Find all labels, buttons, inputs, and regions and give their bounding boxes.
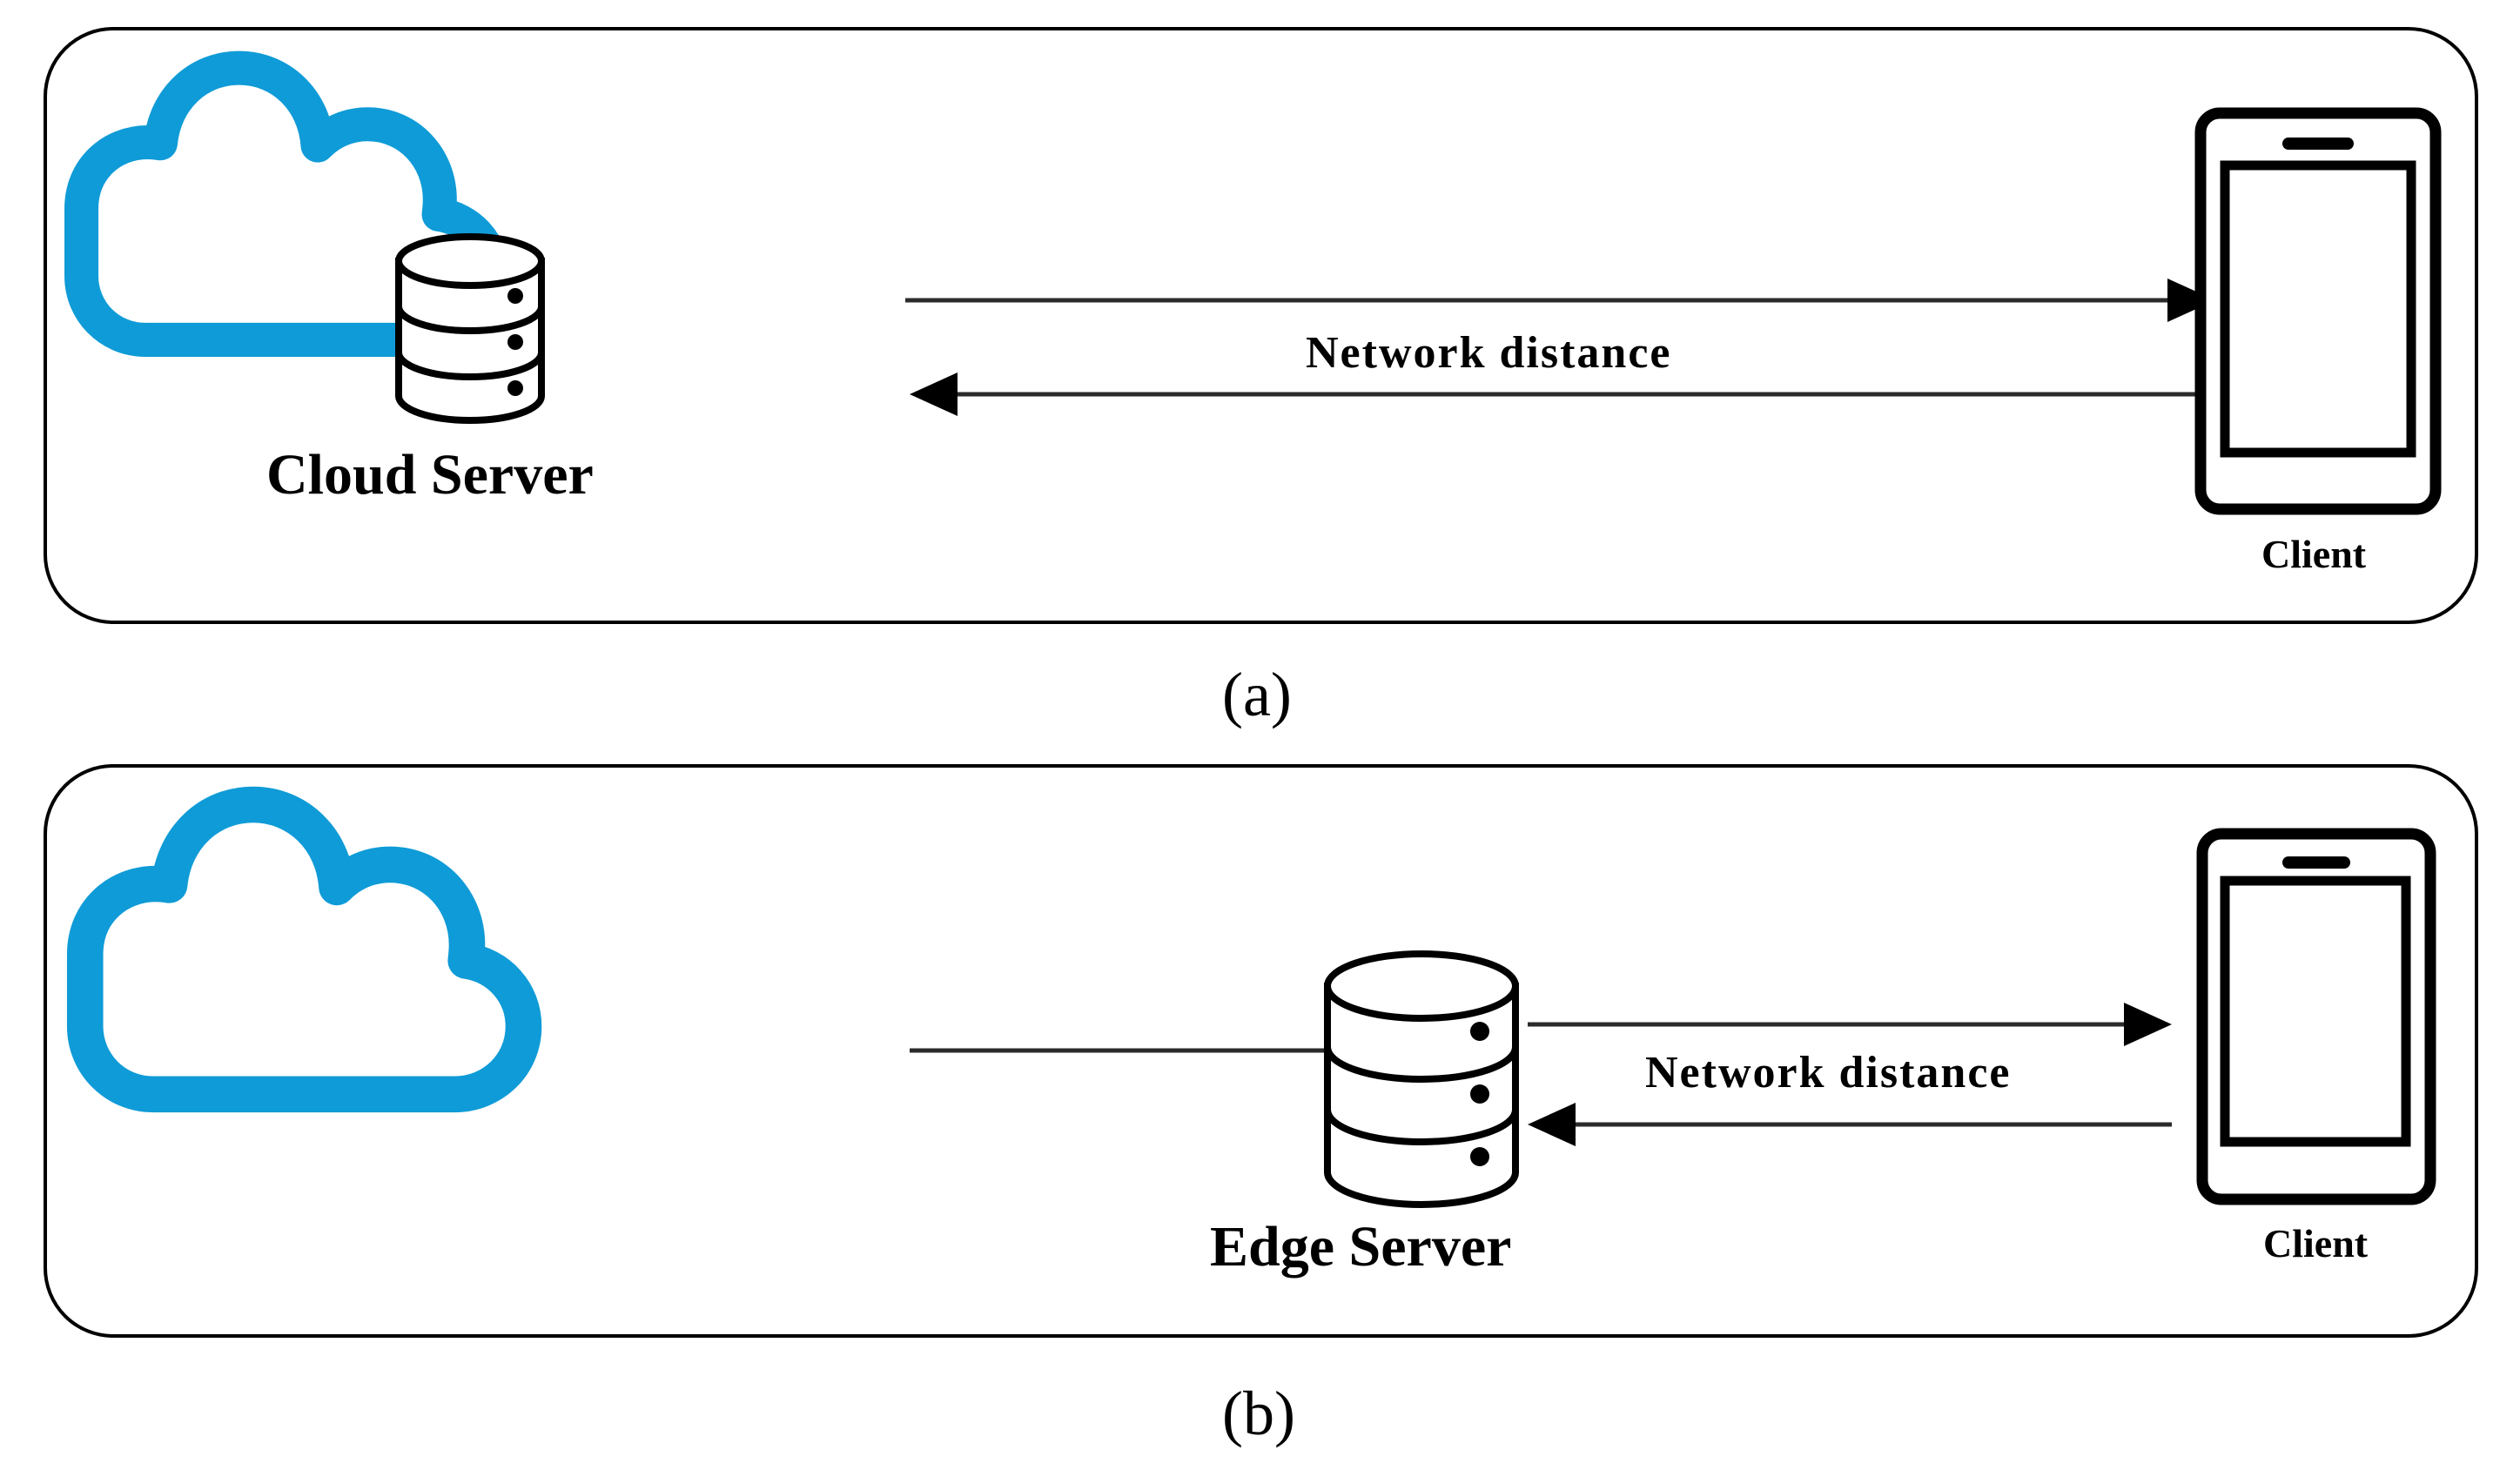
panel-a-frame [44,27,2478,624]
cloud-server-label: Cloud Server [266,443,594,507]
network-distance-label-a: Network distance [1306,328,1672,378]
client-label-b: Client [2263,1221,2369,1265]
arrow-client-to-cloud [910,373,2215,416]
client-label-a: Client [2261,532,2367,576]
database-cylinder-icon [1324,950,1519,1208]
arrow-right-icon [2167,279,2215,322]
arrow-client-to-edge [1528,1103,2172,1146]
network-distance-label-b: Network distance [1645,1048,2012,1097]
caption-b: (b) [1222,1379,1295,1448]
caption-a: (a) [1222,660,1292,729]
arrow-edge-to-client [1528,1003,2172,1046]
arrow-left-icon [1528,1103,1576,1146]
arrow-left-icon [910,373,958,416]
smartphone-icon [2194,107,2442,515]
smartphone-icon [2196,828,2436,1205]
database-cylinder-icon [395,233,545,424]
arrow-right-icon [2124,1003,2172,1046]
edge-server-label: Edge Server [1210,1215,1512,1279]
arrow-cloud-to-client [905,279,2215,322]
